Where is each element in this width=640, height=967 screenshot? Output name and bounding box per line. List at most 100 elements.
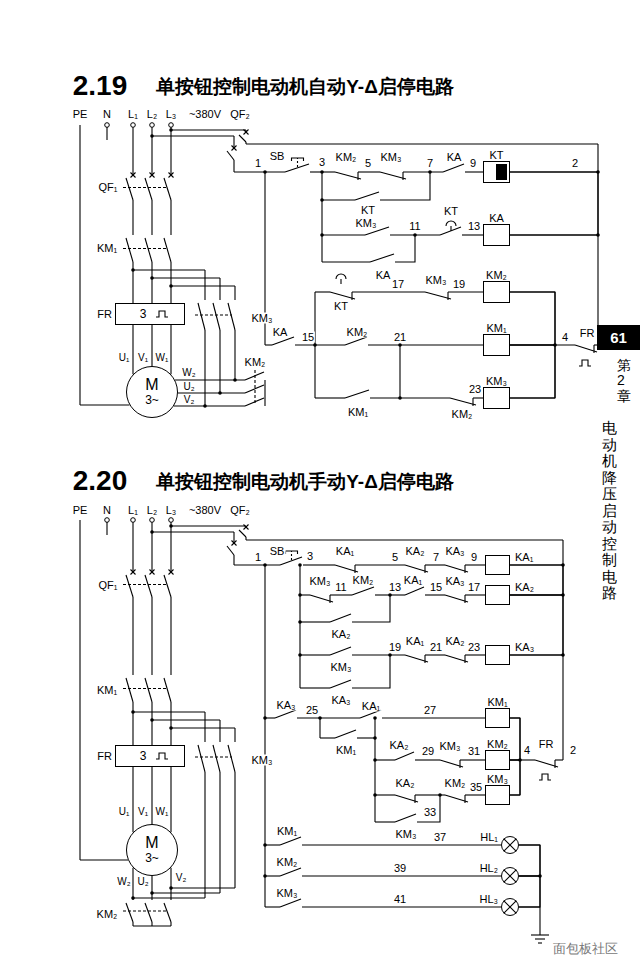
breaker-cross <box>131 570 136 575</box>
wire <box>302 906 501 907</box>
wire <box>171 887 235 888</box>
wire <box>151 702 152 745</box>
section-heading: 单按钮控制电动机手动Y-Δ启停电路 <box>155 472 455 491</box>
junction-dot <box>150 276 154 280</box>
wire <box>234 330 235 380</box>
wire <box>382 717 485 718</box>
circuit-label: L₃ <box>165 505 178 516</box>
wire <box>171 727 235 728</box>
bus-wire <box>519 845 540 876</box>
wire <box>302 875 501 876</box>
circuit-label: KM₂ <box>451 409 474 420</box>
wire <box>265 875 280 876</box>
circuit-label: KA₁ <box>403 575 423 586</box>
circuit-label: KM₁ <box>96 243 118 254</box>
junction-dot <box>169 284 173 288</box>
wire <box>368 344 483 345</box>
circuit-label: 11 <box>408 221 421 232</box>
circuit-label: KM₃ <box>355 218 378 229</box>
wire <box>265 906 280 907</box>
circuit-label: QF₁ <box>98 182 119 193</box>
junction-dot <box>263 716 267 720</box>
circuit-label: KT <box>443 206 459 217</box>
wire <box>132 597 133 675</box>
circuit-label: KM₃ <box>395 829 418 840</box>
no-contact <box>280 868 301 876</box>
wire <box>234 728 235 742</box>
lamp-symbol: HL₁ <box>501 836 519 854</box>
wire <box>299 565 300 688</box>
circuit-label: 35 <box>469 782 483 793</box>
circuit-label: 25 <box>305 705 319 716</box>
junction-dot <box>150 530 154 534</box>
circuit-label: 2 <box>571 158 579 169</box>
ground-symbol <box>538 942 542 943</box>
mechanical-link <box>123 910 168 911</box>
nc-contact <box>405 655 428 662</box>
circuit-label: V₂ <box>175 873 188 883</box>
wire <box>465 171 483 172</box>
main-contact <box>164 903 171 922</box>
circuit-label: QF₂ <box>229 505 251 516</box>
circuit-label: 7 <box>432 552 440 563</box>
nc-contact <box>464 655 465 663</box>
circuit-label: N <box>102 109 112 120</box>
main-contact <box>164 238 171 262</box>
motor-symbol: M3~ <box>126 366 178 418</box>
circuit-label: 29 <box>421 746 435 757</box>
junction-dot <box>263 874 267 878</box>
nc-contact <box>440 760 463 767</box>
wire <box>375 759 395 760</box>
circuit-label: KA₂ <box>445 636 466 647</box>
circuit-label: 37 <box>433 832 447 843</box>
button-link <box>297 158 298 167</box>
circuit-label: KT <box>360 205 376 216</box>
circuit-label: 21 <box>429 642 443 653</box>
main-contact <box>145 238 152 262</box>
wire <box>399 345 400 398</box>
wire <box>264 380 265 406</box>
junction-dot <box>320 233 324 237</box>
wire <box>352 291 425 292</box>
no-contact <box>395 752 414 760</box>
terminal <box>150 123 155 128</box>
node-text: 3~ <box>145 394 159 407</box>
wire <box>80 859 128 860</box>
button-head <box>292 158 304 161</box>
wire <box>219 278 220 300</box>
junction-dot <box>131 268 135 272</box>
junction-dot <box>298 563 302 567</box>
wire <box>330 594 352 595</box>
node-text: HL₁ <box>479 832 499 843</box>
circuit-label: KM₃ <box>425 275 448 286</box>
main-contact <box>213 303 220 330</box>
node-text: 61 <box>610 330 627 345</box>
no-contact <box>280 899 301 907</box>
breaker-contact <box>126 575 133 597</box>
lamp-cross <box>501 867 519 885</box>
no-contact <box>330 647 351 655</box>
breaker-cross <box>150 570 155 575</box>
circuit-label: FR <box>538 739 555 750</box>
wire <box>106 127 107 140</box>
nc-contact <box>464 795 465 803</box>
circuit-label: 1 <box>254 158 262 169</box>
coil-box: KA₃ <box>485 645 510 665</box>
wire <box>132 767 133 832</box>
breaker-cross <box>232 541 237 546</box>
node-text: 3 <box>139 750 148 762</box>
circuit-label: N <box>102 505 112 516</box>
breaker-cross <box>150 173 155 178</box>
circuit-label: 15 <box>301 332 315 343</box>
junction-dot <box>398 396 402 400</box>
main-contact <box>228 745 235 772</box>
bus-wire <box>510 172 598 235</box>
nc-contact <box>575 345 597 352</box>
wire <box>133 897 205 898</box>
wire <box>152 531 234 532</box>
circuit-label: KA₃ <box>275 700 296 711</box>
breaker-contact <box>145 575 152 597</box>
nc-contact <box>464 595 465 603</box>
no-contact <box>405 587 424 595</box>
